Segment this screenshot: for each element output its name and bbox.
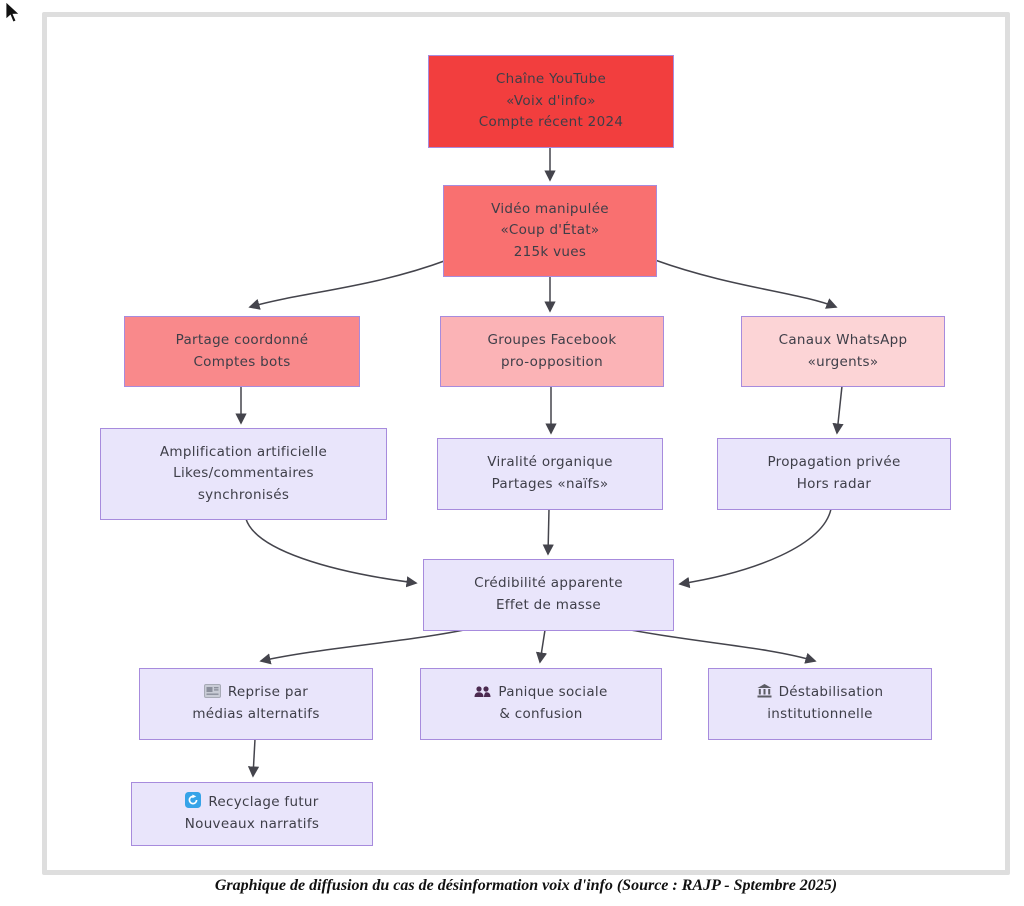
node-whatsapp-channels: Canaux WhatsApp «urgents» <box>741 316 945 387</box>
node-youtube-label: Chaîne YouTube «Voix d'info» Compte réce… <box>478 71 624 131</box>
node-private-propagation: Propagation privée Hors radar <box>717 438 951 510</box>
node-credibilite-label: Crédibilité apparente Effet de masse <box>474 575 623 613</box>
node-whatsapp-label: Canaux WhatsApp «urgents» <box>778 331 908 370</box>
node-viralite-label: Viralité organique Partages «naïfs» <box>487 454 613 492</box>
node-propagation-label: Propagation privée Hors radar <box>767 454 901 492</box>
node-manipulated-video: Vidéo manipulée «Coup d'État» 215k vues <box>443 185 657 277</box>
node-coordinated-sharing: Partage coordonné Comptes bots <box>124 316 360 387</box>
people-icon <box>474 686 491 698</box>
node-facebook-label: Groupes Facebook pro-opposition <box>487 331 617 370</box>
node-panique-label: Panique sociale & confusion <box>498 684 608 722</box>
node-partage-label: Partage coordonné Comptes bots <box>175 331 309 370</box>
node-artificial-amplification: Amplification artificielle Likes/comment… <box>100 428 387 520</box>
node-alternative-media-pickup: Reprise par médias alternatifs <box>139 668 373 740</box>
node-video-label: Vidéo manipulée «Coup d'État» 215k vues <box>491 200 609 260</box>
node-destabilisation-label: Déstabilisation institutionnelle <box>767 684 884 722</box>
node-organic-virality: Viralité organique Partages «naïfs» <box>437 438 663 510</box>
node-institutional-destabilization: Déstabilisation institutionnelle <box>708 668 932 740</box>
newspaper-icon <box>203 684 221 699</box>
node-social-panic: Panique sociale & confusion <box>420 668 662 740</box>
recycle-icon <box>185 792 202 809</box>
node-future-recycling: Recyclage futur Nouveaux narratifs <box>131 782 373 846</box>
bank-icon <box>757 684 772 698</box>
mouse-cursor-icon <box>5 1 20 23</box>
node-recyclage-label: Recyclage futur Nouveaux narratifs <box>184 794 320 832</box>
node-amplification-label: Amplification artificielle Likes/comment… <box>159 443 328 503</box>
diagram-caption: Graphique de diffusion du cas de désinfo… <box>214 877 838 894</box>
node-reprise-label: Reprise par médias alternatifs <box>192 684 320 722</box>
node-facebook-groups: Groupes Facebook pro-opposition <box>440 316 664 387</box>
node-apparent-credibility: Crédibilité apparente Effet de masse <box>423 559 674 631</box>
node-youtube-channel: Chaîne YouTube «Voix d'info» Compte réce… <box>428 55 674 148</box>
